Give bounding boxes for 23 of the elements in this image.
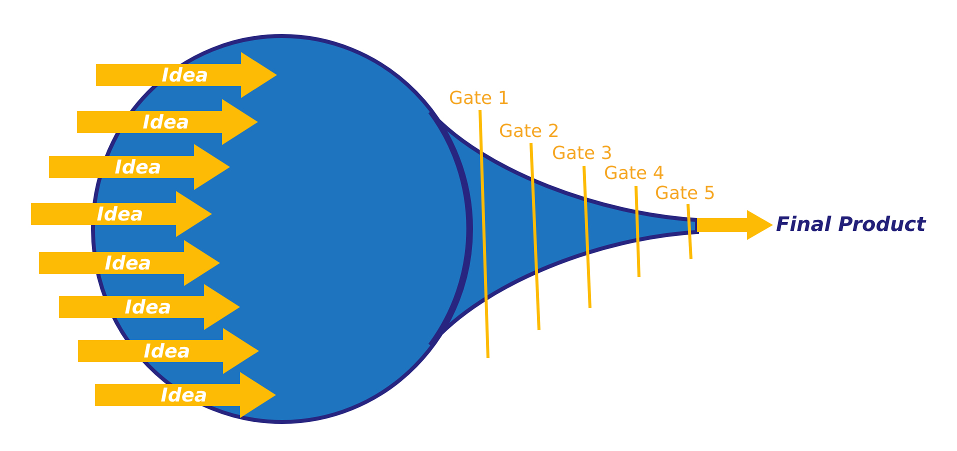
block-arrow [39, 240, 220, 286]
gate-label: Gate 4 [604, 165, 664, 183]
edge-label: Idea [142, 114, 190, 132]
block-arrow [96, 52, 277, 98]
edge-label: Idea [162, 66, 208, 86]
edge-label: Idea [124, 298, 172, 318]
block-arrow [59, 284, 240, 330]
block-arrow [31, 191, 212, 237]
gate-label: Gate 5 [655, 185, 716, 203]
edge-label: Idea [144, 342, 190, 362]
block-arrow [697, 210, 773, 240]
edge-label: Idea [104, 254, 152, 274]
block-arrow [77, 99, 258, 145]
block-arrow [78, 328, 259, 374]
gate-label: Gate 3 [552, 145, 612, 163]
gate-label: Gate 1 [449, 90, 510, 108]
edge-label: Idea [96, 206, 144, 224]
gate-label: Gate 2 [499, 123, 560, 141]
block-arrow [95, 372, 276, 418]
edge-label: Idea [114, 158, 162, 178]
block-arrow [49, 144, 230, 190]
edge-label: Idea [160, 386, 208, 406]
output-label: Final Product [776, 212, 926, 236]
